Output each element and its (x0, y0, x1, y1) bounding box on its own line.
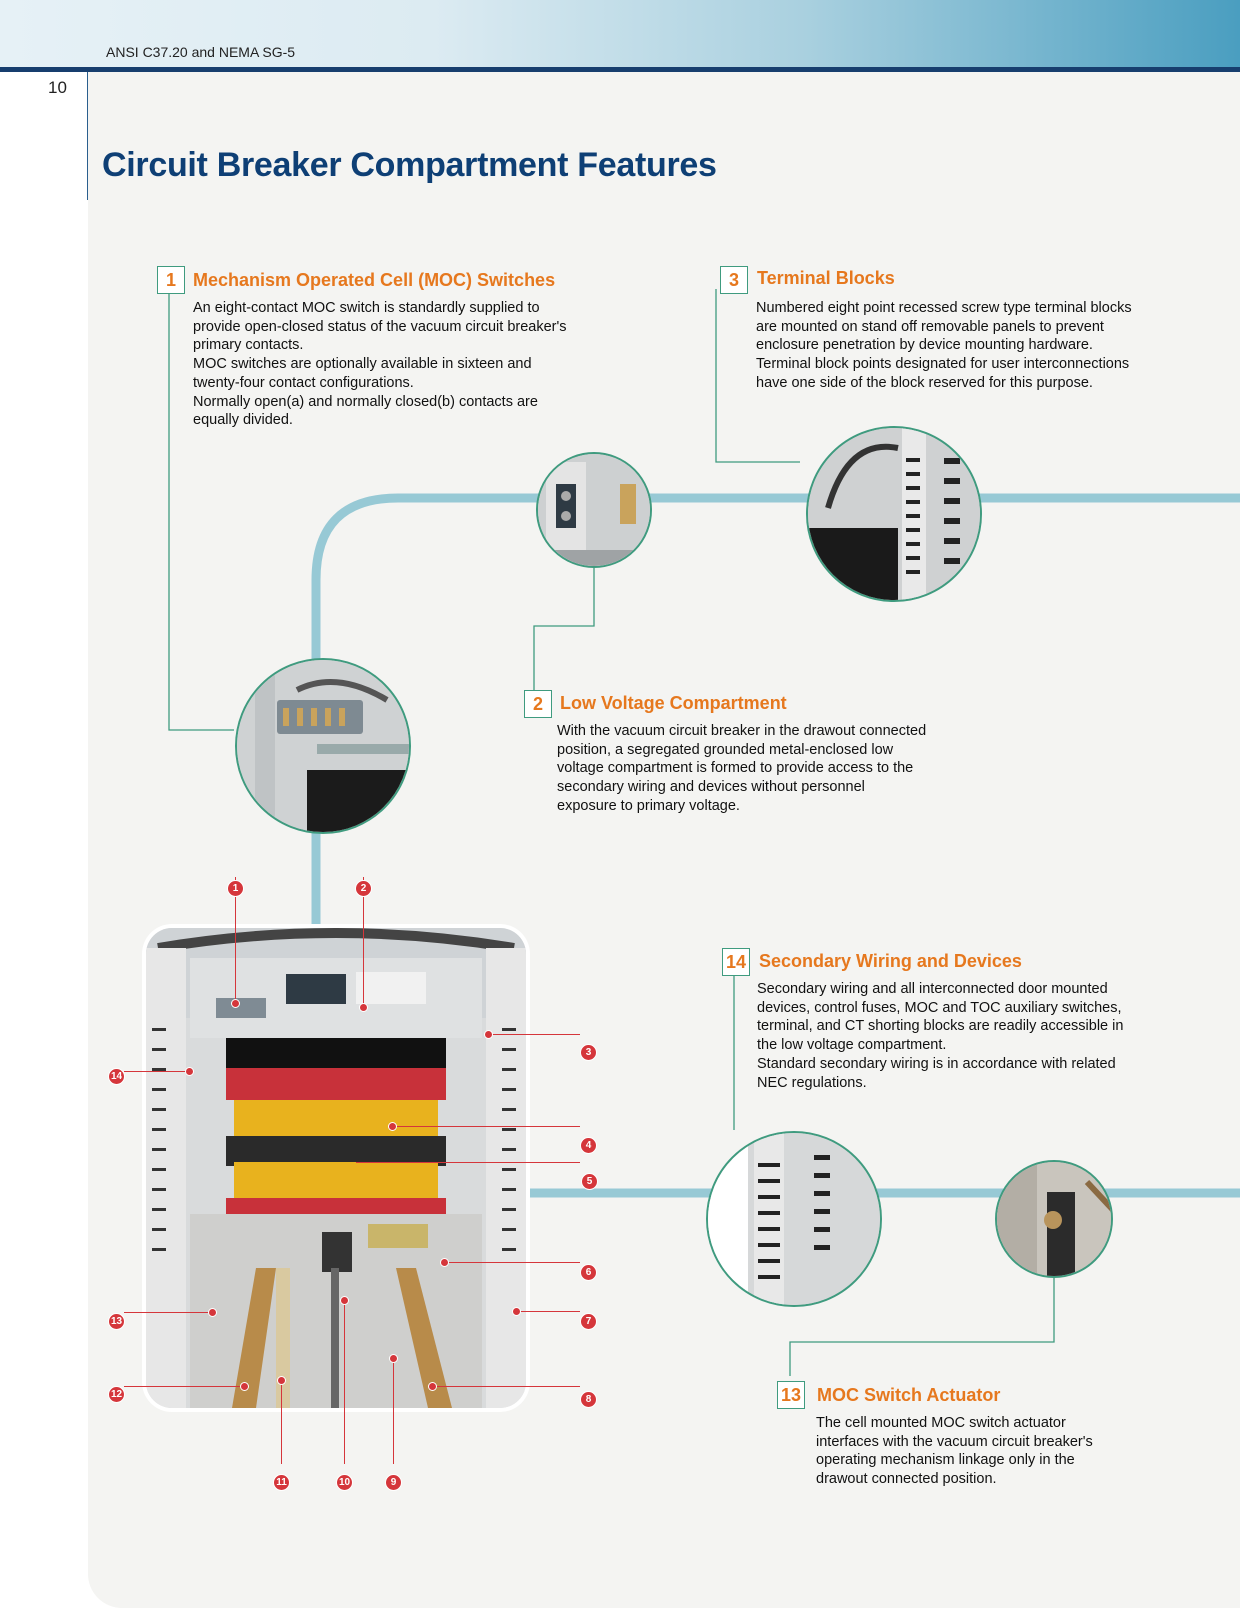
feature-title: MOC Switch Actuator (817, 1385, 1001, 1405)
compartment-photo (146, 928, 526, 1408)
feature-number: 1 (157, 266, 185, 294)
callout-marker: 9 (386, 1475, 401, 1490)
callout-marker: 13 (109, 1314, 124, 1329)
moc-switch-detail-image (235, 658, 411, 834)
feature-title: Mechanism Operated Cell (MOC) Switches (193, 270, 556, 290)
callout-marker: 7 (581, 1314, 596, 1329)
feature-number: 3 (720, 266, 748, 294)
page-title: Circuit Breaker Compartment Features (102, 146, 717, 184)
feature-title: Low Voltage Compartment (560, 693, 787, 713)
feature-number: 2 (524, 690, 552, 718)
callout-marker: 1 (228, 881, 243, 896)
header-rule (0, 67, 1240, 72)
callout-marker: 8 (581, 1392, 596, 1407)
callout-marker: 6 (581, 1265, 596, 1280)
terminal-blocks-detail-image (806, 426, 982, 602)
feature-body: Numbered eight point recessed screw type… (756, 300, 1132, 391)
feature-title: Secondary Wiring and Devices (759, 951, 1022, 971)
callout-marker: 14 (109, 1069, 124, 1084)
standard-label: ANSI C37.20 and NEMA SG-5 (106, 44, 296, 60)
callout-marker: 3 (581, 1045, 596, 1060)
feature-number: 14 (722, 948, 750, 976)
low-voltage-detail-image (536, 452, 652, 568)
feature-body: The cell mounted MOC switch actuator int… (816, 1415, 1093, 1488)
feature-body: An eight-contact MOC switch is standardl… (193, 300, 567, 429)
feature-body: Secondary wiring and all interconnected … (757, 981, 1124, 1091)
callout-marker: 4 (581, 1138, 596, 1153)
feature-number: 13 (777, 1381, 805, 1409)
header-banner (0, 0, 1240, 68)
margin-rule (87, 72, 88, 200)
secondary-wiring-detail-image (706, 1131, 882, 1307)
callout-marker: 10 (337, 1475, 352, 1490)
feature-body: With the vacuum circuit breaker in the d… (557, 723, 927, 814)
callout-marker: 12 (109, 1387, 124, 1402)
callout-marker: 2 (356, 881, 371, 896)
callout-marker: 5 (582, 1174, 597, 1189)
callout-marker: 11 (274, 1475, 289, 1490)
feature-title: Terminal Blocks (757, 268, 895, 288)
page-number: 10 (48, 78, 67, 97)
moc-actuator-detail-image (995, 1160, 1113, 1278)
